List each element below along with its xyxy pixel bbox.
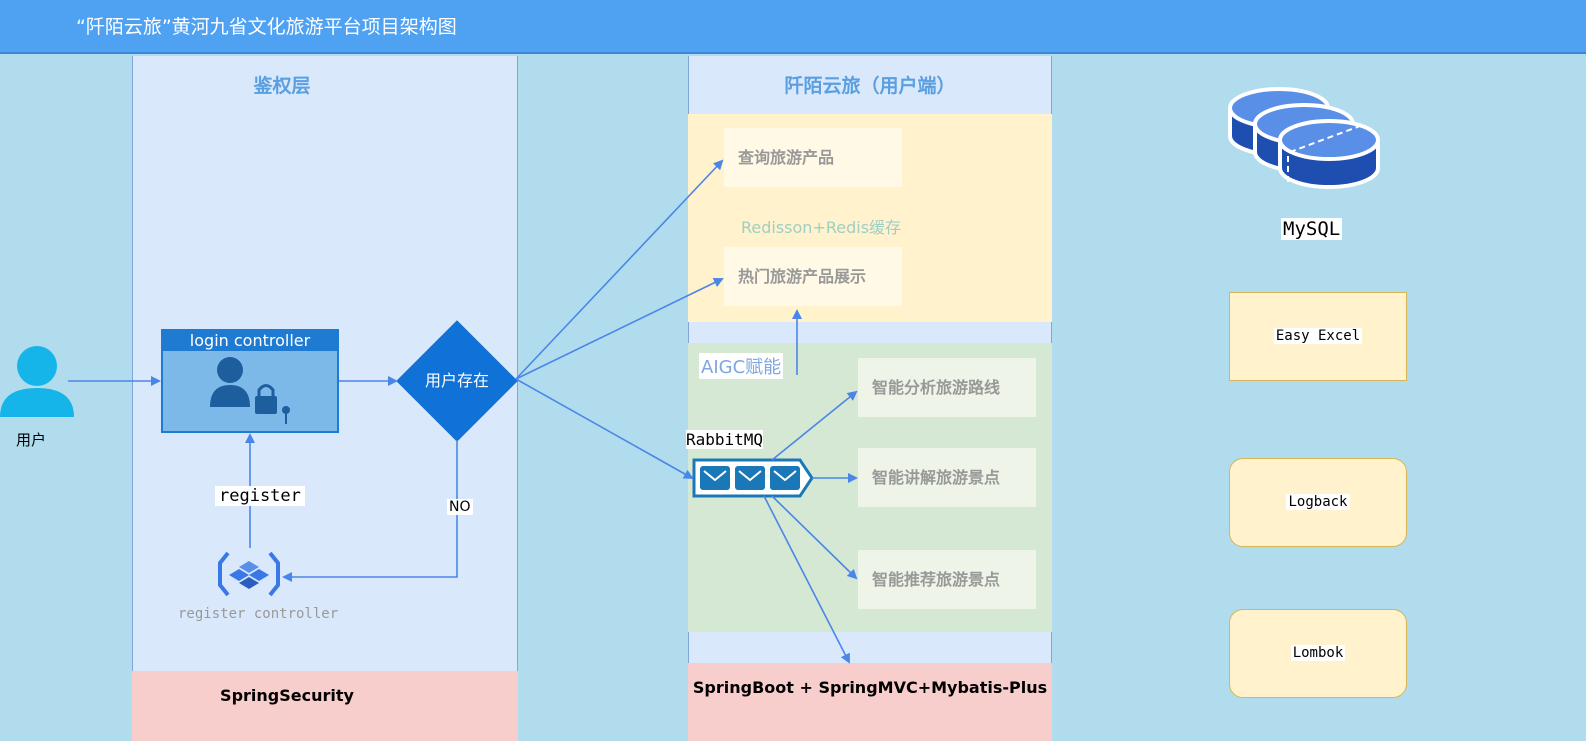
- logback-label: Logback: [1286, 494, 1350, 510]
- database-icon: [1228, 87, 1380, 189]
- register-edge-label: register: [215, 486, 305, 506]
- decision-to-query-arrow: [515, 159, 724, 380]
- spot-recommend-label: 智能推荐旅游景点: [872, 570, 1001, 589]
- route-analysis-box: 智能分析旅游路线: [858, 358, 1036, 417]
- mq-to-stack-arrow: [763, 495, 850, 664]
- title-bar: [0, 0, 1586, 54]
- easy-excel-box: Easy Excel: [1229, 292, 1407, 381]
- mq-to-recommend-arrow: [771, 495, 858, 580]
- user-exists-label: 用户存在: [424, 371, 489, 390]
- spot-recommend-box: 智能推荐旅游景点: [858, 550, 1036, 609]
- easy-excel-label: Easy Excel: [1273, 328, 1363, 344]
- aigc-label: AIGC赋能: [699, 353, 784, 379]
- query-products-box: 查询旅游产品: [724, 128, 902, 187]
- spring-security-label: SpringSecurity: [220, 686, 354, 705]
- user-icon: [0, 346, 74, 417]
- auth-lane-footer: [132, 671, 518, 741]
- diagram-title: “阡陌云旅”黄河九省文化旅游平台项目架构图: [76, 16, 457, 38]
- user-lane-title: 阡陌云旅（用户端）: [784, 75, 956, 97]
- register-controller-icon: [218, 551, 280, 597]
- cache-label: Redisson+Redis缓存: [741, 218, 902, 237]
- login-controller-label: login controller: [163, 331, 337, 351]
- auth-lane-title: 鉴权层: [253, 75, 311, 97]
- query-products-label: 查询旅游产品: [738, 148, 835, 167]
- mysql-label: MySQL: [1281, 218, 1343, 240]
- spot-explain-label: 智能讲解旅游景点: [872, 468, 1001, 487]
- user-actor-label: 用户: [16, 431, 47, 449]
- spot-explain-box: 智能讲解旅游景点: [858, 448, 1036, 507]
- no-edge-label: NO: [447, 499, 473, 515]
- no-branch-arrow: [282, 440, 458, 582]
- register-controller-label: register controller: [178, 606, 339, 622]
- logback-box: Logback: [1229, 458, 1407, 547]
- decision-to-hot-arrow: [515, 277, 724, 380]
- mq-to-route-arrow: [771, 390, 858, 461]
- decision-to-mq-arrow: [515, 378, 694, 479]
- user-lock-icon: [210, 357, 290, 424]
- lombok-label: Lombok: [1290, 645, 1346, 661]
- lombok-box: Lombok: [1229, 609, 1407, 698]
- rabbitmq-label: RabbitMQ: [686, 430, 764, 449]
- rabbitmq-queue-icon: [692, 458, 814, 498]
- route-analysis-label: 智能分析旅游路线: [872, 378, 1001, 397]
- hot-products-box: 热门旅游产品展示: [724, 247, 902, 306]
- user-lane-footer: [688, 663, 1052, 741]
- hot-products-label: 热门旅游产品展示: [738, 267, 867, 286]
- springboot-stack-label: SpringBoot + SpringMVC+Mybatis-Plus: [692, 678, 1048, 697]
